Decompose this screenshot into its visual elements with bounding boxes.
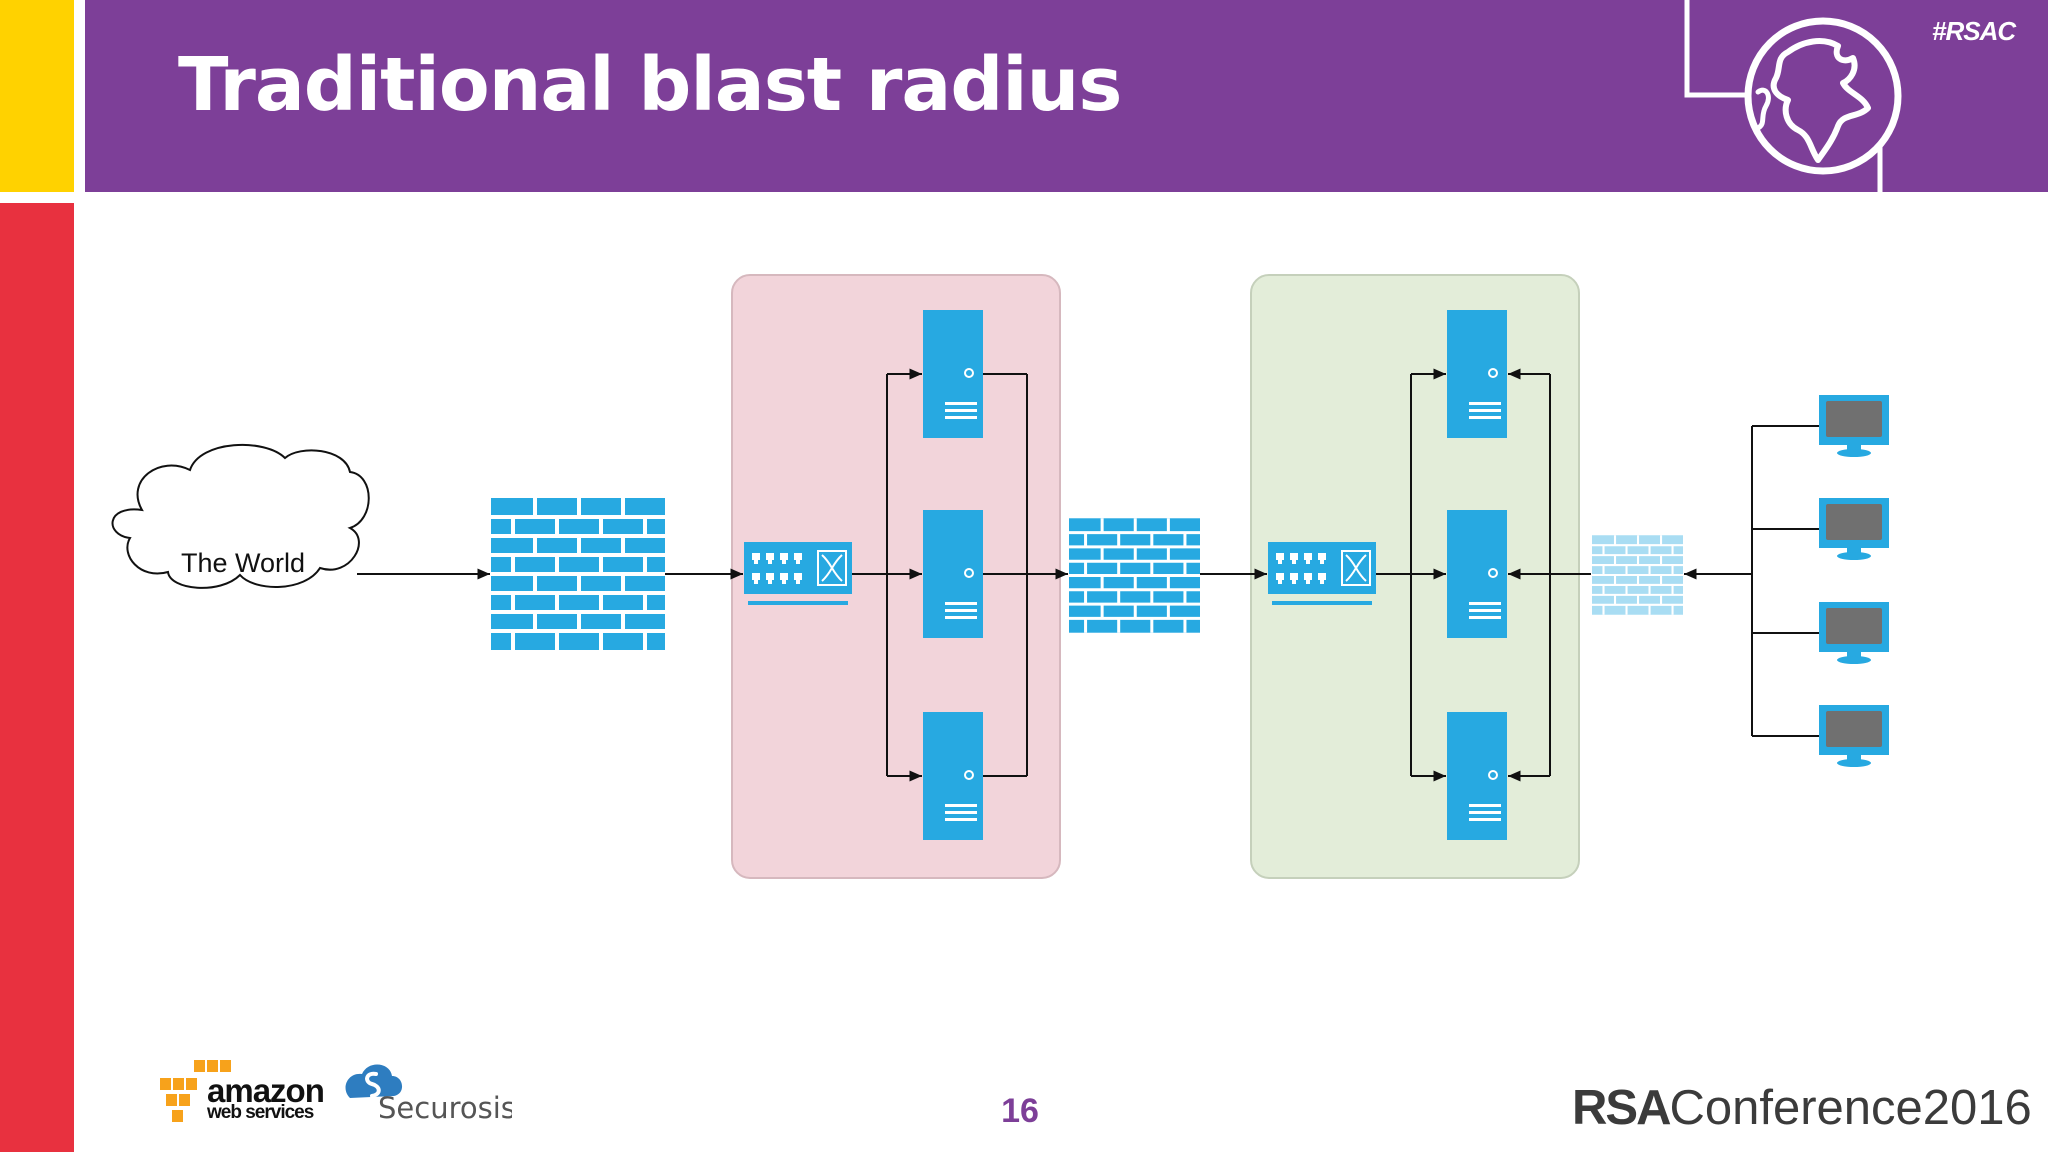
cloud-label: The World (181, 548, 305, 578)
server-icon-1a (923, 310, 983, 438)
workstation-icon-2 (1819, 498, 1889, 560)
server-icon-2c (1447, 712, 1507, 840)
firewall-icon-2 (1069, 518, 1200, 633)
conference-wordmark: Conference2016 (1669, 1081, 2032, 1135)
rsac-hashtag: #RSAC (1932, 16, 2016, 46)
firewall-icon-3-faded (1592, 535, 1683, 615)
firewall-icon-1 (491, 498, 665, 650)
aws-subtext: web services (206, 1102, 314, 1123)
page-number: 16 (1001, 1092, 1039, 1130)
aws-wordmark: amazon (207, 1072, 324, 1109)
globe-icon (1744, 17, 1902, 175)
header-globe-decoration (1684, 0, 1902, 192)
server-icon-1c (923, 712, 983, 840)
server-icon-2b (1447, 510, 1507, 638)
slide-title: Traditional blast radius (178, 42, 1122, 128)
workstation-icon-1 (1819, 395, 1889, 457)
aws-logo: amazon web services (160, 1060, 325, 1123)
workstation-icon-3 (1819, 602, 1889, 664)
rsa-conference-logo: RSAConference2016 (1572, 1080, 2032, 1136)
rsa-wordmark: RSA (1572, 1081, 1671, 1135)
securosis-wordmark: Securosis (378, 1091, 512, 1124)
yellow-accent-bar (0, 0, 74, 192)
securosis-logo: Securosis (345, 1064, 512, 1124)
connectors (357, 368, 1819, 782)
server-icon-2a (1447, 310, 1507, 438)
the-world-cloud (111, 443, 370, 589)
red-accent-bar (0, 203, 74, 1152)
aws-cubes-icon (160, 1060, 231, 1122)
securosis-cloud-icon (345, 1064, 403, 1098)
server-icon-1b (923, 510, 983, 638)
workstation-icon-4 (1819, 705, 1889, 767)
